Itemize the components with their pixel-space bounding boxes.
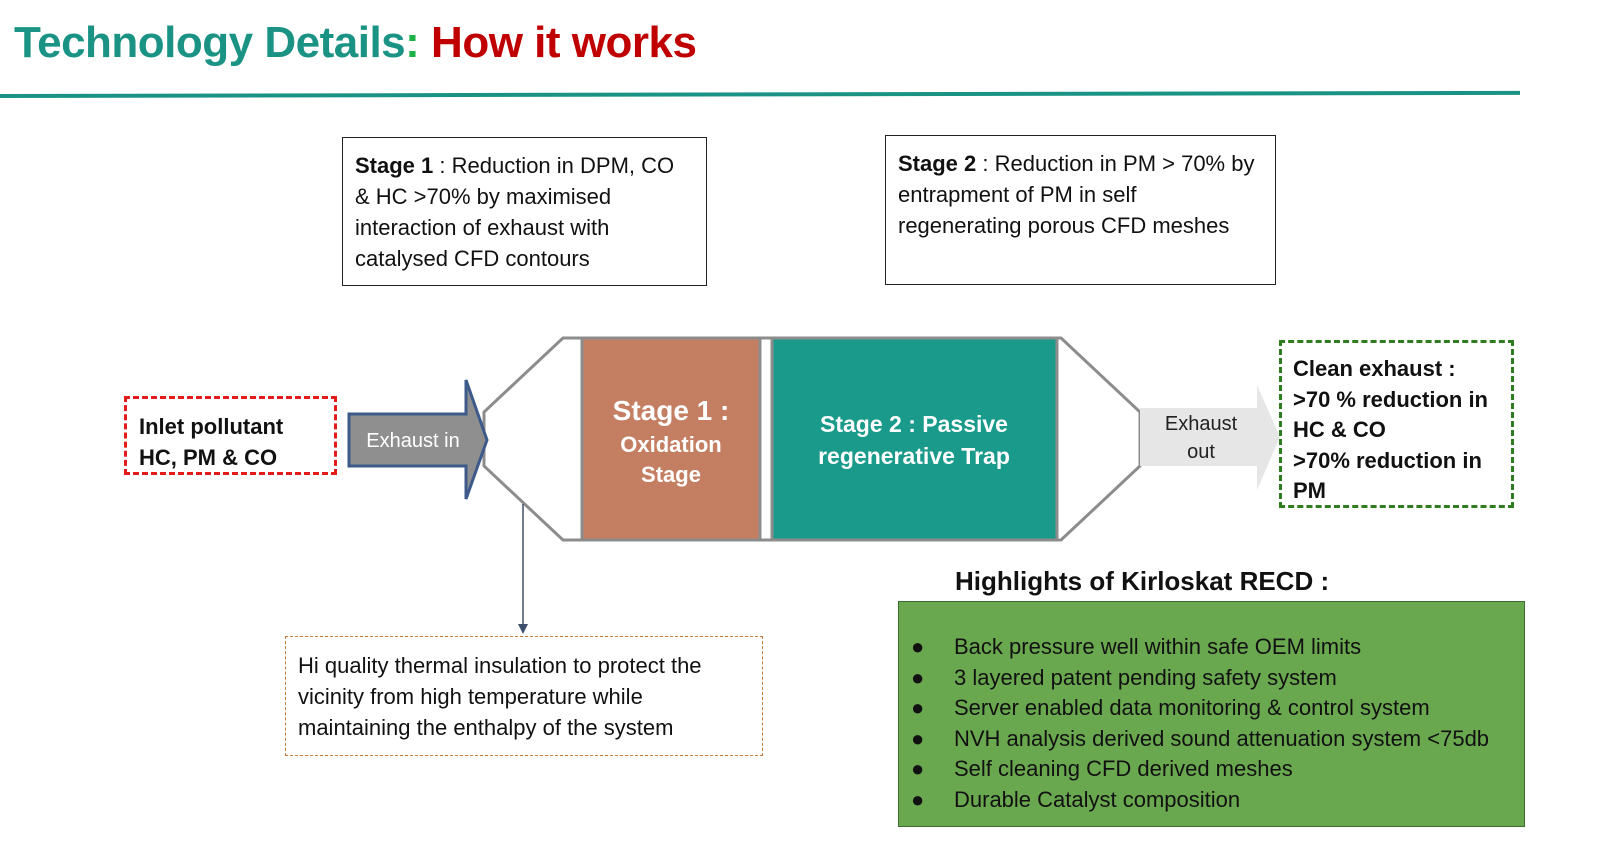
insulation-line: vicinity from high temperature while: [298, 684, 643, 709]
stage2-callout: Stage 2 : Reduction in PM > 70% by entra…: [885, 135, 1276, 285]
stage2-callout-label: Stage 2: [898, 151, 977, 176]
stage2-title-line2: regenerative Trap: [818, 443, 1010, 469]
exhaust-in-label: Exhaust in: [366, 430, 459, 452]
highlight-item: ● NVH analysis derived sound attenuation …: [899, 724, 1524, 755]
stage1-subtitle-line1: Oxidation: [620, 432, 721, 457]
highlight-item: ● Server enabled data monitoring & contro…: [899, 693, 1524, 724]
stage1-callout-text: : Reduction in DPM, CO & HC >70% by maxi…: [355, 153, 675, 271]
title-part2: How it works: [431, 18, 697, 67]
stage1-title: Stage 1 :: [613, 395, 730, 426]
insulation-line: maintaining the enthalpy of the system: [298, 715, 674, 740]
exhaust-out-label-line1: Exhaust: [1165, 413, 1238, 435]
highlight-text: NVH analysis derived sound attenuation s…: [954, 725, 1490, 751]
bullet-icon: ●: [911, 634, 925, 659]
highlight-text: Back pressure well within safe OEM limit…: [954, 634, 1362, 659]
highlight-item: ● 3 layered patent pending safety system: [899, 663, 1524, 694]
highlight-item: ● Durable Catalyst composition: [899, 785, 1524, 816]
stage2-callout-text: : Reduction in PM > 70% by entrapment of…: [898, 151, 1255, 238]
highlights-title: Highlights of Kirloskat RECD :: [955, 566, 1330, 596]
stage2-title-line1: Stage 2 : Passive: [820, 411, 1008, 437]
highlight-text: Durable Catalyst composition: [954, 786, 1241, 812]
insulation-note-box: Hi quality thermal insulation to protect…: [285, 636, 763, 756]
highlight-text: Server enabled data monitoring & control…: [954, 695, 1430, 721]
stage1-callout: Stage 1 : Reduction in DPM, CO & HC >70%…: [342, 137, 707, 286]
clean-line: PM: [1293, 478, 1326, 503]
highlights-list: ● Back pressure well within safe OEM limi…: [899, 632, 1524, 816]
exhaust-out-arrow: [1140, 385, 1280, 490]
highlight-item: ● Back pressure well within safe OEM limi…: [899, 632, 1524, 663]
bullet-icon: ●: [911, 695, 925, 721]
bullet-icon: ●: [911, 725, 925, 751]
title-colon: :: [405, 18, 420, 67]
clean-exhaust-box: Clean exhaust : >70 % reduction in HC & …: [1279, 340, 1514, 508]
stage2-block: [770, 336, 1059, 542]
page-title: Technology Details: How it works: [14, 18, 697, 68]
highlight-text: Self cleaning CFD derived meshes: [954, 756, 1293, 782]
highlights-box: ● Back pressure well within safe OEM limi…: [898, 601, 1525, 827]
exhaust-in-arrow: [347, 379, 489, 500]
clean-line: >70% reduction in: [1293, 447, 1482, 473]
insulation-line: Hi quality thermal insulation to protect…: [298, 653, 702, 678]
inlet-line2: HC, PM & CO: [139, 445, 278, 470]
inlet-line1: Inlet pollutant: [139, 414, 284, 439]
bullet-icon: ●: [911, 756, 925, 782]
clean-line: HC & CO: [1293, 417, 1386, 442]
bullet-icon: ●: [911, 786, 925, 812]
clean-line: Clean exhaust :: [1293, 356, 1456, 381]
title-part1: Technology Details: [14, 18, 406, 67]
stage1-callout-label: Stage 1: [355, 153, 434, 178]
stage1-subtitle-line2: Stage: [641, 462, 701, 487]
bullet-icon: ●: [911, 664, 925, 690]
inlet-pollutant-box: Inlet pollutant HC, PM & CO: [124, 396, 337, 475]
clean-line: >70 % reduction in: [1293, 386, 1488, 412]
stage1-block: [580, 336, 762, 542]
exhaust-out-label-line2: out: [1187, 441, 1215, 463]
insulation-connector-arrowhead: [518, 624, 528, 634]
highlight-text: 3 layered patent pending safety system: [954, 664, 1337, 690]
highlight-item: ● Self cleaning CFD derived meshes: [899, 754, 1524, 785]
